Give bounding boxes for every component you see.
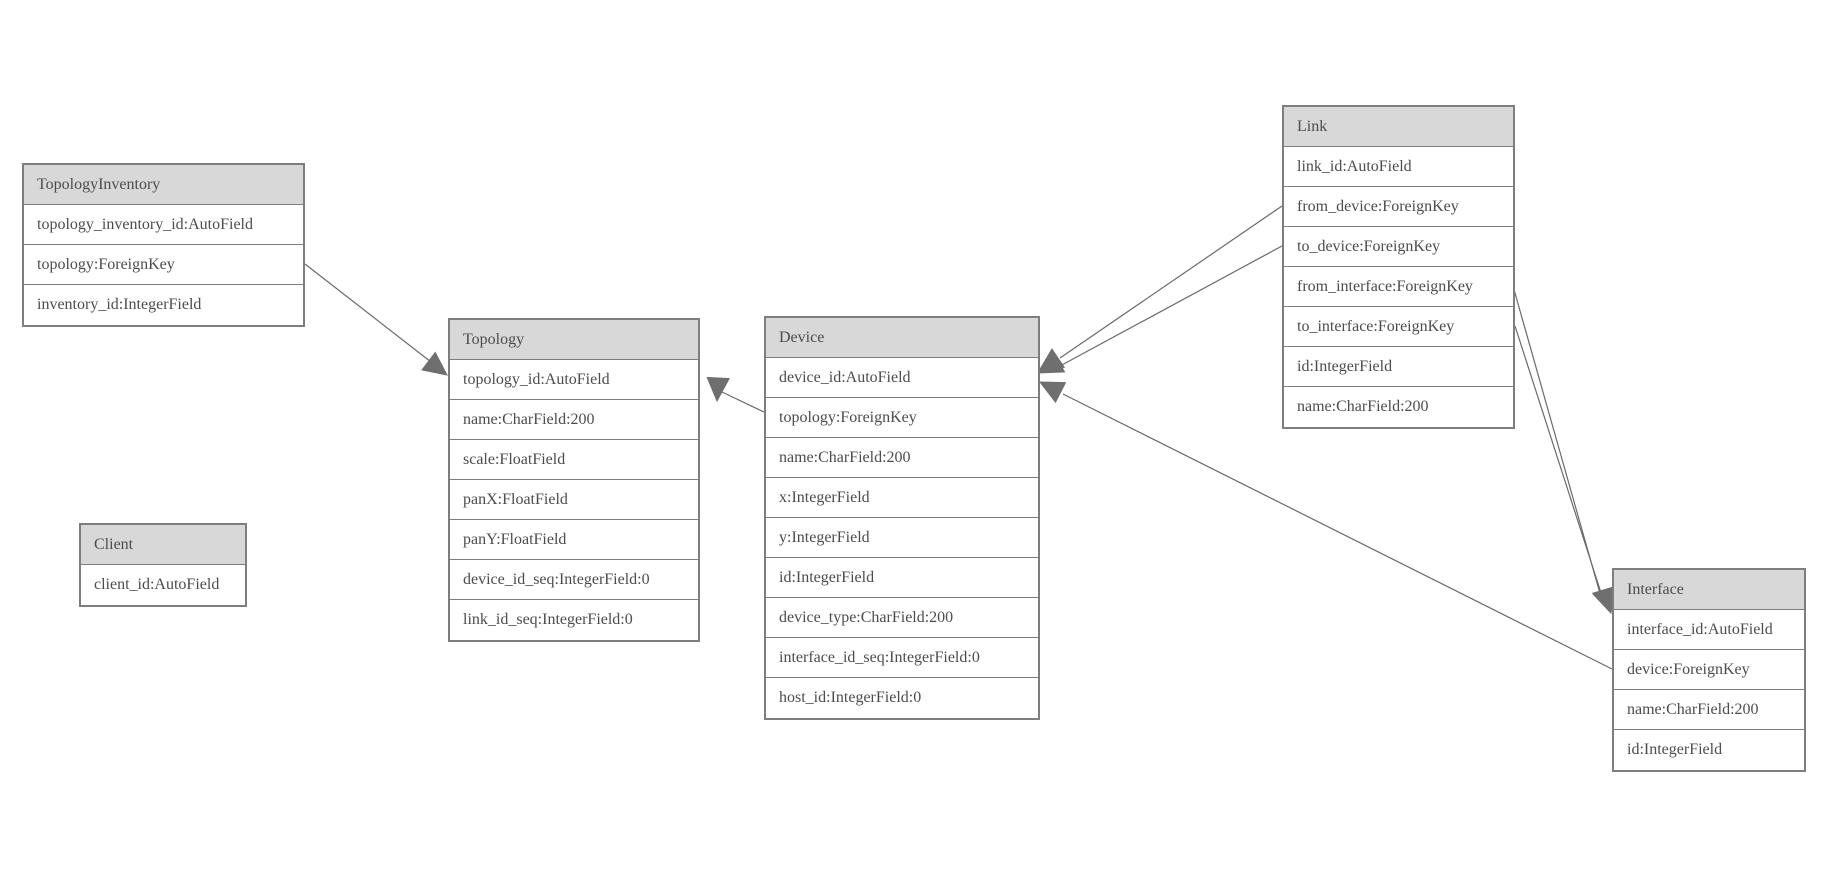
entity-field: id:IntegerField [1284, 347, 1513, 387]
entity-field: interface_id:AutoField [1614, 610, 1804, 650]
entity-field: scale:FloatField [450, 440, 698, 480]
entity-title: Device [766, 318, 1038, 358]
entity-field: device:ForeignKey [1614, 650, 1804, 690]
entity-field: host_id:IntegerField:0 [766, 678, 1038, 718]
entity-field: name:CharField:200 [766, 438, 1038, 478]
relation-arrowhead-interface-interface_id [1591, 586, 1615, 614]
entity-field: topology_inventory_id:AutoField [24, 205, 303, 245]
entity-field: topology_id:AutoField [450, 360, 698, 400]
entity-field: id:IntegerField [1614, 730, 1804, 770]
relation-line-interface-device [1062, 393, 1613, 670]
entity-field: inventory_id:IntegerField [24, 285, 303, 325]
entity-field: link_id:AutoField [1284, 147, 1513, 187]
relation-arrowhead-topology-topology_id [706, 376, 731, 403]
entity-field: name:CharField:200 [1614, 690, 1804, 730]
relation-arrowhead-device-device_id [1038, 348, 1066, 372]
entity-title: Client [81, 525, 245, 565]
entity-field: device_id:AutoField [766, 358, 1038, 398]
entity-field: interface_id_seq:IntegerField:0 [766, 638, 1038, 678]
relation-line-topologyinventory-topology [304, 263, 441, 370]
entity-title: Interface [1614, 570, 1804, 610]
entity-field: client_id:AutoField [81, 565, 245, 605]
relation-line-link-to_device [1059, 245, 1283, 367]
entity-field: topology:ForeignKey [766, 398, 1038, 438]
entity-field: name:CharField:200 [1284, 387, 1513, 427]
entity-field: link_id_seq:IntegerField:0 [450, 600, 698, 640]
relation-line-link-from_interface [1512, 285, 1602, 598]
entity-field: x:IntegerField [766, 478, 1038, 518]
entity-field: device_type:CharField:200 [766, 598, 1038, 638]
entity-field: name:CharField:200 [450, 400, 698, 440]
relation-arrowhead-device-device_id [1038, 381, 1067, 404]
entity-field: to_device:ForeignKey [1284, 227, 1513, 267]
entity-field: from_interface:ForeignKey [1284, 267, 1513, 307]
entity-field: y:IntegerField [766, 518, 1038, 558]
entity-title: Topology [450, 320, 698, 360]
entity-field: to_interface:ForeignKey [1284, 307, 1513, 347]
entity-field: panY:FloatField [450, 520, 698, 560]
entity-title: TopologyInventory [24, 165, 303, 205]
entity-field: topology:ForeignKey [24, 245, 303, 285]
entity-field: device_id_seq:IntegerField:0 [450, 560, 698, 600]
relation-line-device-topology [721, 391, 765, 413]
entity-field: from_device:ForeignKey [1284, 187, 1513, 227]
entity-title: Link [1284, 107, 1513, 147]
relation-line-link-from_device [1059, 205, 1283, 359]
relation-line-link-to_interface [1514, 325, 1604, 600]
entity-field: panX:FloatField [450, 480, 698, 520]
entity-field: id:IntegerField [766, 558, 1038, 598]
relation-arrowhead-device-device_id [1037, 351, 1066, 374]
relation-arrowhead-topology-topology_id [421, 351, 448, 376]
